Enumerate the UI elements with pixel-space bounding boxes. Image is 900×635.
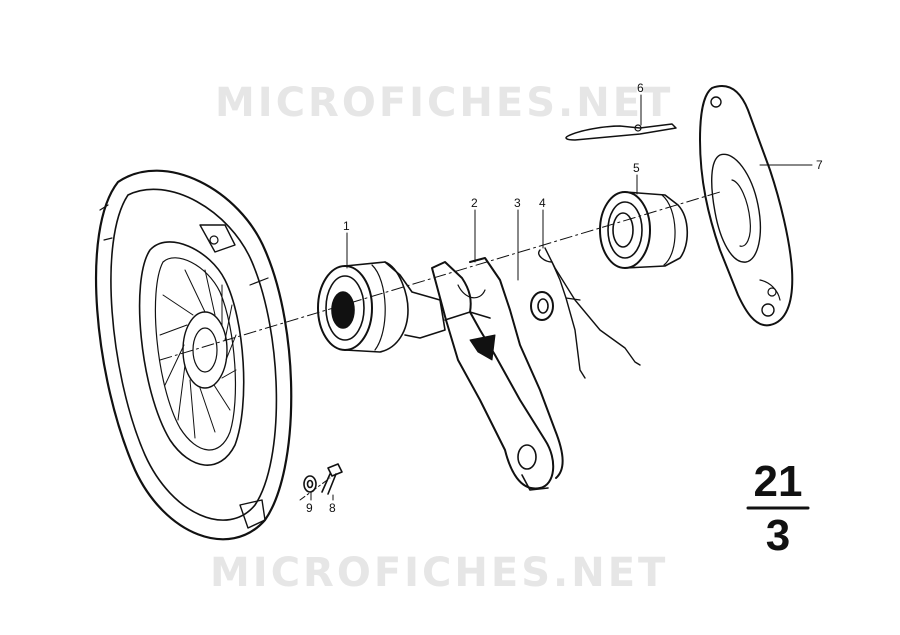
watermark-bottom: MICROFICHES.NET — [210, 550, 669, 596]
part-4-spring-clip — [538, 247, 641, 379]
part-5-bearing — [599, 191, 689, 269]
part-6-clip — [565, 123, 677, 141]
part-2-release-fork — [431, 257, 564, 491]
callout-7: 7 — [816, 158, 823, 172]
pressure-plate-assembly — [94, 169, 293, 541]
callout-8: 8 — [329, 501, 336, 515]
callout-9: 9 — [306, 501, 313, 515]
part-9-washer — [303, 475, 317, 493]
callout-1: 1 — [343, 219, 350, 233]
callout-6: 6 — [637, 81, 644, 95]
center-axis-line — [159, 191, 721, 361]
part-3-ball-stud — [530, 291, 554, 321]
watermark-top: MICROFICHES.NET — [215, 80, 674, 126]
callout-4: 4 — [539, 196, 546, 210]
part-8-bolt — [321, 463, 343, 495]
callout-3: 3 — [514, 196, 521, 210]
callout-2: 2 — [471, 196, 478, 210]
callout-leader-lines — [310, 94, 813, 501]
part-7-housing-cover — [699, 85, 794, 327]
part-1-release-bearing — [317, 261, 446, 353]
group-number-sub: 3 — [765, 511, 791, 560]
callout-5: 5 — [633, 161, 640, 175]
group-number-main: 21 — [753, 457, 803, 506]
